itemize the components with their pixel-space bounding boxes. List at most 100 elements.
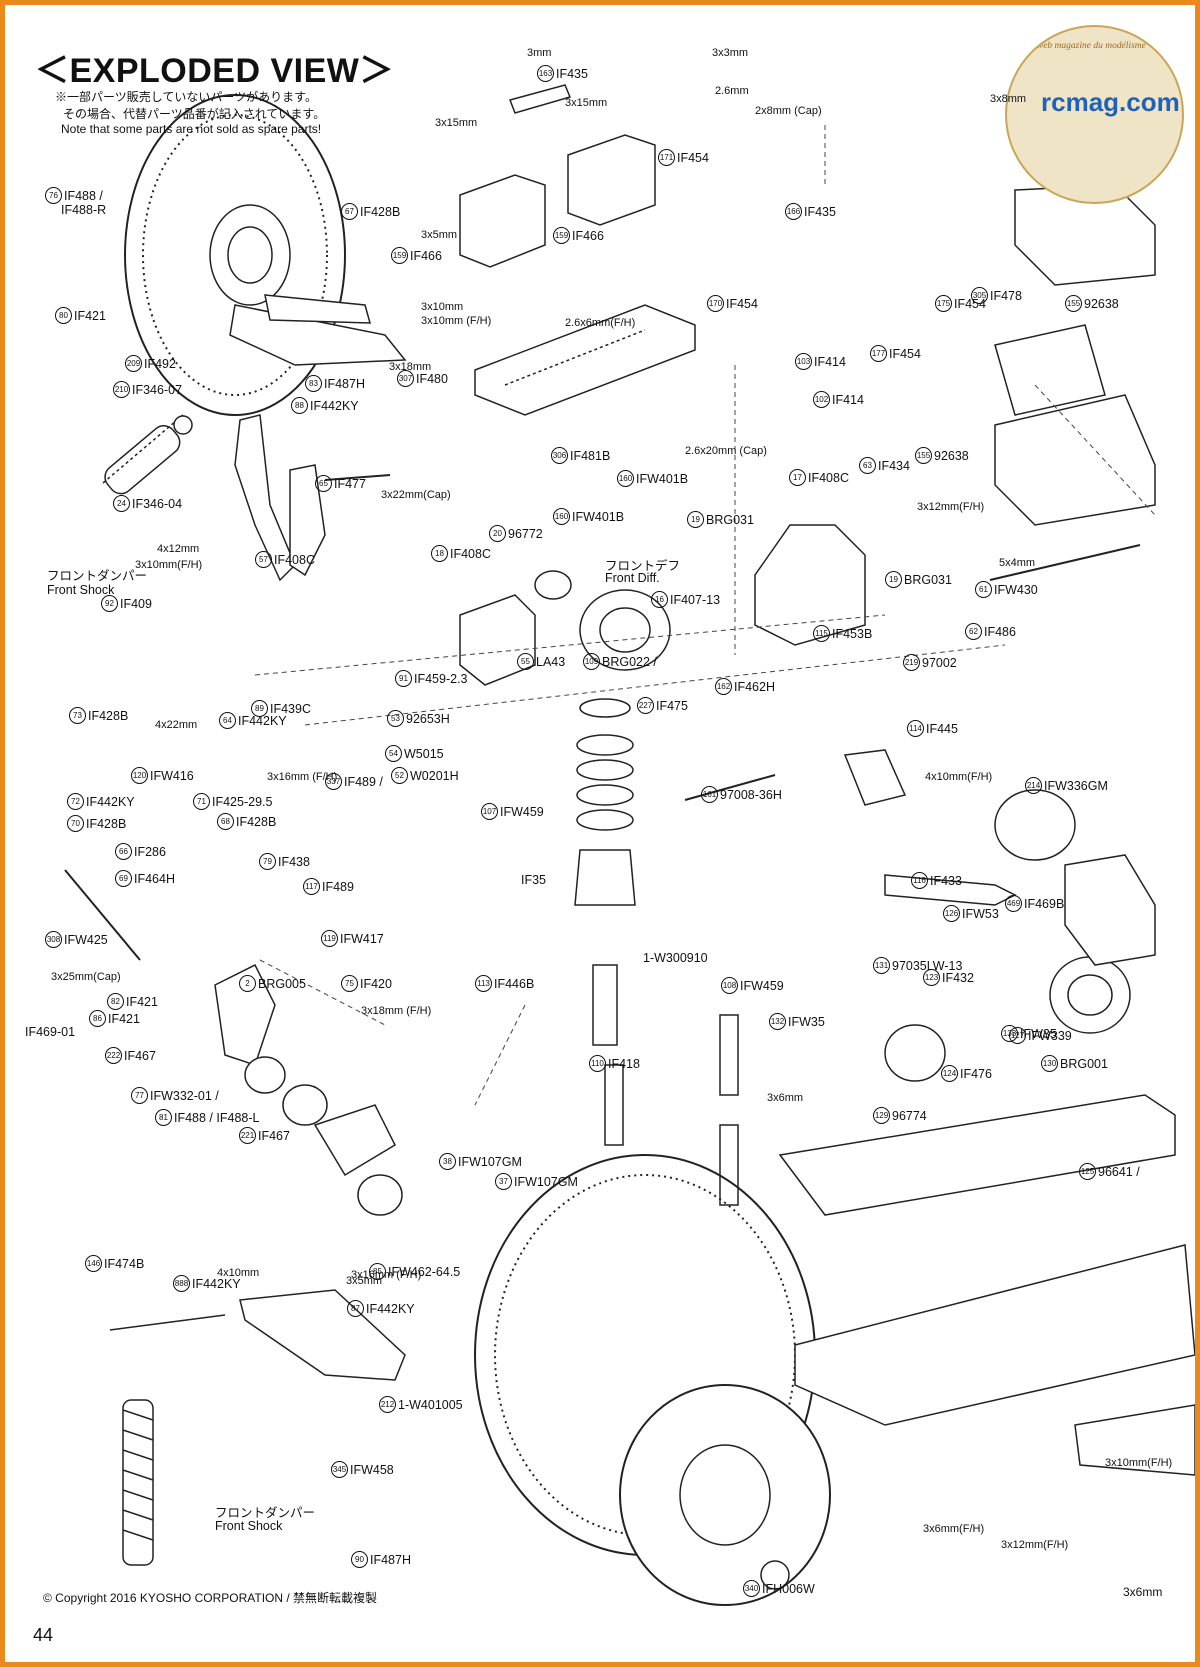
part-code: IFH006W <box>762 1581 815 1596</box>
part-number-badge: 345 <box>331 1461 348 1478</box>
part-number-badge: 113 <box>475 975 492 992</box>
part-number-badge: 170 <box>707 295 724 312</box>
part-code: IF478 <box>990 288 1022 303</box>
screw-size-label: 4x10mm(F/H) <box>925 771 993 783</box>
part-code: IF467 <box>124 1048 156 1063</box>
diagram-label: フロントデフ <box>605 559 681 573</box>
part-number-badge: 308 <box>45 931 62 948</box>
part-number-badge: 126 <box>943 905 960 922</box>
screw-size-label: 3x12mm(F/H) <box>1001 1539 1069 1551</box>
part-number-badge: 81 <box>155 1109 172 1126</box>
screw-size-label: 3mm <box>527 47 552 59</box>
part-code: IF486 <box>984 624 1016 639</box>
screw-size-label: 3x8mm <box>990 93 1027 105</box>
part-number-badge: 209 <box>125 355 142 372</box>
part-number-badge: 340 <box>743 1580 760 1597</box>
part-code: IF466 <box>410 248 442 263</box>
copyright: © Copyright 2016 KYOSHO CORPORATION / 禁無… <box>43 1591 378 1605</box>
part-code: IF442KY <box>192 1276 241 1291</box>
part-number-badge: 72 <box>67 793 84 810</box>
part-number-badge: 61 <box>975 581 992 598</box>
part-number-badge: 161 <box>701 786 718 803</box>
exploded-diagram <box>64 84 1195 1606</box>
part-code: IF418 <box>608 1056 640 1071</box>
part-code: IF487H <box>370 1552 411 1567</box>
part-code: IF414 <box>814 354 846 369</box>
page-title: ＜EXPLODED VIEW＞ <box>35 52 394 90</box>
part-number-badge: 177 <box>870 345 887 362</box>
part-code: IF442KY <box>366 1301 415 1316</box>
part-number-badge: 110 <box>589 1055 606 1072</box>
part-code: IFW430 <box>994 582 1038 597</box>
part-code: IFW35 <box>1020 1026 1057 1041</box>
esc <box>994 789 1156 966</box>
part-number-badge: 57 <box>255 551 272 568</box>
part-code: IF439C <box>270 701 311 716</box>
part-code: IFW53 <box>962 906 999 921</box>
part-code: IF477 <box>334 476 366 491</box>
watermark-logo: Le web magazine du modélisme rcmag.com <box>1005 25 1184 204</box>
part-number-badge: 18 <box>431 545 448 562</box>
screw-size-label: 3x16mm (F/H) <box>267 771 338 783</box>
part-number-badge: 88 <box>291 397 308 414</box>
part-number-badge: 53 <box>387 710 404 727</box>
part-code: 97002 <box>922 655 957 670</box>
part-number-badge: 222 <box>105 1047 122 1064</box>
part-number-badge: 219 <box>903 654 920 671</box>
screw-size-label: 3x10mm(F/H) <box>135 559 203 571</box>
front-shock-top <box>102 414 193 495</box>
part-number-badge: 86 <box>89 1010 106 1027</box>
shock-tower <box>234 414 326 582</box>
part-number-badge: 76 <box>45 187 62 204</box>
diagram-label: IF35 <box>521 873 547 887</box>
screw-size-label: 3x22mm(Cap) <box>381 489 451 501</box>
chassis <box>778 1094 1195 1476</box>
part-number-badge: 129 <box>873 1107 890 1124</box>
part-number-badge: 210 <box>113 381 130 398</box>
part-code: 97008-36H <box>720 787 782 802</box>
part-number-badge: 117 <box>303 878 320 895</box>
front-diff <box>534 570 671 671</box>
part-code: IF409 <box>120 596 152 611</box>
part-code: IFW459 <box>500 804 544 819</box>
part-number-badge: 79 <box>259 853 276 870</box>
part-code: IF459-2.3 <box>414 671 468 686</box>
spring-stack <box>574 698 636 906</box>
part-code: IF488 / <box>64 188 103 203</box>
part-code: IFW417 <box>340 931 384 946</box>
part-number-badge: 132 <box>769 1013 786 1030</box>
part-code: IF435 <box>804 204 836 219</box>
part-callout: IF469-01 <box>25 1025 75 1039</box>
screw-size-label: 4x10mm <box>217 1267 260 1279</box>
part-code: LA43 <box>536 654 566 669</box>
part-number-badge: 20 <box>489 525 506 542</box>
part-number-badge: 108 <box>721 977 738 994</box>
part-code: W0201H <box>410 768 459 783</box>
part-code: IFW332-01 / <box>150 1088 219 1103</box>
part-number-badge: 214 <box>1025 777 1042 794</box>
